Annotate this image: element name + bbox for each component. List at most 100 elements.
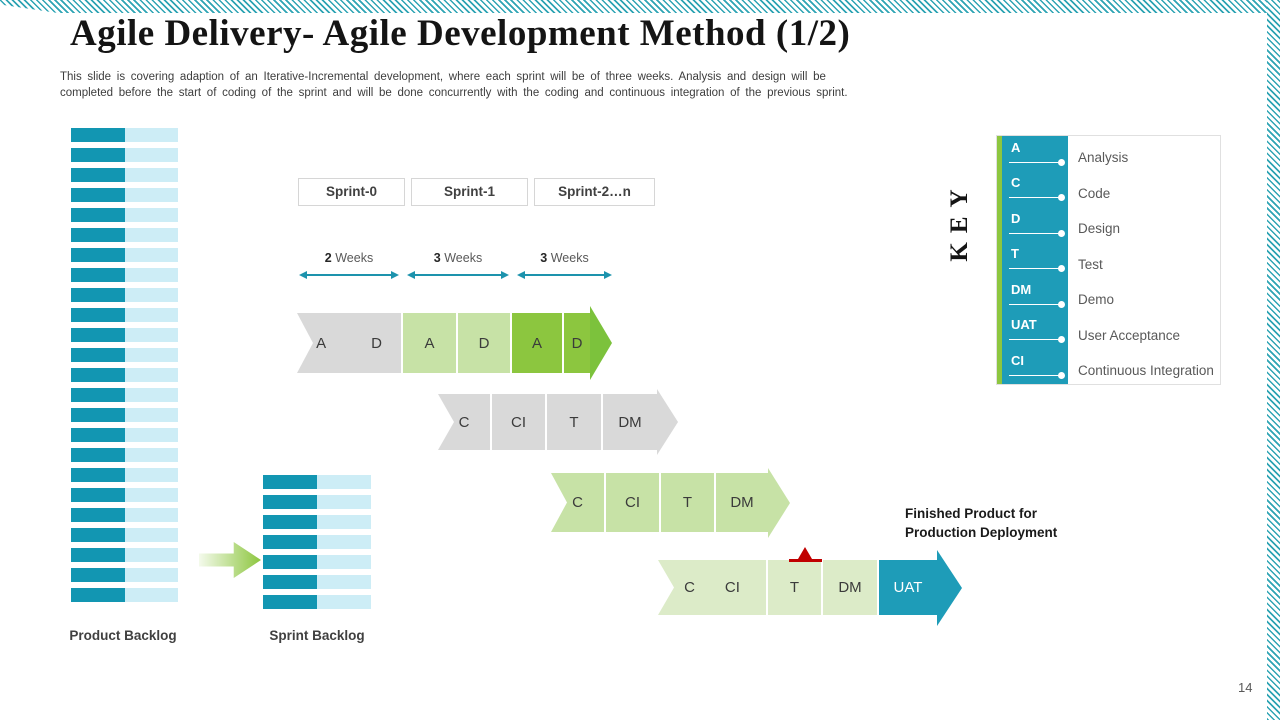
backlog-bar-light-segment <box>125 288 178 302</box>
process-stage-cell: T <box>661 473 714 532</box>
key-dot-icon <box>1058 194 1065 202</box>
backlog-bar <box>71 208 178 222</box>
duration-value: 3 <box>433 251 441 265</box>
backlog-bar-dark-segment <box>71 568 125 582</box>
backlog-bar-dark-segment <box>263 575 317 589</box>
backlog-bar <box>71 548 178 562</box>
backlog-bar-dark-segment <box>71 408 125 422</box>
duration-arrow-icon <box>299 269 399 281</box>
backlog-bar-dark-segment <box>71 328 125 342</box>
subtitle-line-2: completed before the start of coding of … <box>60 86 848 99</box>
duration-value: 3 <box>540 251 548 265</box>
process-stage-cell: A <box>512 313 562 373</box>
duration-item: 2 Weeks <box>299 251 399 281</box>
product-backlog-label: Product Backlog <box>69 628 177 643</box>
key-green-strip <box>997 136 1002 384</box>
backlog-bar <box>71 308 178 322</box>
backlog-bar-dark-segment <box>71 188 125 202</box>
backlog-bar-dark-segment <box>71 468 125 482</box>
chevron-arrowhead-icon <box>937 549 962 626</box>
key-row: CI Continuous Integration <box>1002 348 1220 384</box>
milestone-marker-icon <box>798 547 812 559</box>
subtitle-line-1: This slide is covering adaption of an It… <box>60 71 826 83</box>
process-stage-cell: C <box>438 394 490 450</box>
key-dot-icon <box>1058 371 1065 379</box>
backlog-bar-light-segment <box>125 548 178 562</box>
backlog-bar-light-segment <box>125 128 178 142</box>
key-dot-icon <box>1058 265 1065 273</box>
backlog-bar <box>71 448 178 462</box>
backlog-bar-light-segment <box>125 188 178 202</box>
key-dot-icon <box>1058 159 1065 166</box>
backlog-bar-light-segment <box>317 555 371 569</box>
key-abbr-cell: A <box>1002 136 1068 172</box>
process-stage-cell: T <box>547 394 601 450</box>
key-abbr: UAT <box>1011 317 1037 333</box>
key-label: Test <box>1078 256 1103 272</box>
backlog-bar-light-segment <box>125 248 178 262</box>
key-row: T Test <box>1002 242 1220 278</box>
sprint-header-box: Sprint-0 <box>298 178 405 206</box>
key-connector-line <box>1009 229 1065 237</box>
backlog-bar-light-segment <box>125 388 178 402</box>
arrow-right-tip <box>501 271 509 279</box>
duration-unit: Weeks <box>335 251 374 265</box>
page-number: 14 <box>1238 680 1253 695</box>
key-connector-line <box>1009 336 1065 344</box>
backlog-bar-dark-segment <box>71 248 125 262</box>
backlog-bar <box>71 568 178 582</box>
key-abbr-cell: C <box>1002 171 1068 207</box>
key-abbr-cell: T <box>1002 242 1068 278</box>
backlog-bar <box>71 228 178 242</box>
duration-arrow-icon <box>517 269 612 281</box>
sprint-headers: Sprint-0 Sprint-1 Sprint-2…n <box>298 178 655 206</box>
backlog-bar-dark-segment <box>71 288 125 302</box>
backlog-bar-light-segment <box>125 208 178 222</box>
milestone-marker-line <box>789 559 822 562</box>
process-stage-cell: C CI <box>658 560 766 615</box>
chevron-arrowhead-icon <box>590 306 612 380</box>
backlog-bar <box>71 428 178 442</box>
backlog-bar-dark-segment <box>71 488 125 502</box>
process-stage-cell: CI <box>492 394 545 450</box>
key-abbr: D <box>1011 210 1021 226</box>
key-row: UAT User Acceptance <box>1002 313 1220 349</box>
sprint-backlog-stack <box>263 475 371 615</box>
process-stage-cell: CI <box>606 473 659 532</box>
backlog-bar-dark-segment <box>71 348 125 362</box>
duration-label: 3 Weeks <box>407 251 509 267</box>
arrow-line <box>415 274 501 276</box>
backlog-bar-light-segment <box>125 328 178 342</box>
backlog-bar <box>263 535 371 549</box>
backlog-bar-dark-segment <box>263 535 317 549</box>
backlog-bar-light-segment <box>125 528 178 542</box>
backlog-bar <box>71 468 178 482</box>
backlog-bar-dark-segment <box>71 368 125 382</box>
backlog-bar-light-segment <box>125 268 178 282</box>
key-connector-line <box>1009 300 1065 308</box>
backlog-bar <box>263 595 371 609</box>
arrow-right-tip <box>604 271 612 279</box>
key-label: Code <box>1078 185 1111 201</box>
backlog-bar-dark-segment <box>71 508 125 522</box>
backlog-bar-light-segment <box>125 408 178 422</box>
key-dot-icon <box>1058 229 1065 237</box>
process-row-sprint0-build: C CI T DM <box>438 389 678 455</box>
process-row-sprint2-build: C CI T DM UAT <box>658 549 962 626</box>
process-row-sprint1-build: C CI T DM <box>551 467 790 538</box>
backlog-bar <box>263 495 371 509</box>
process-stage-cell: DM <box>823 560 877 615</box>
backlog-bar-light-segment <box>125 588 178 602</box>
backlog-bar <box>263 515 371 529</box>
backlog-bar-dark-segment <box>71 228 125 242</box>
duration-value: 2 <box>324 251 332 265</box>
transfer-arrow-icon <box>199 542 261 578</box>
backlog-bar-light-segment <box>125 468 178 482</box>
backlog-bar <box>71 348 178 362</box>
backlog-bar-light-segment <box>317 535 371 549</box>
backlog-bar-light-segment <box>317 595 371 609</box>
key-abbr-cell: D <box>1002 206 1068 243</box>
process-row-sprint0: A D A D A D <box>297 306 612 380</box>
key-label: User Acceptance <box>1078 327 1181 343</box>
process-stage-cell: T <box>768 560 821 615</box>
